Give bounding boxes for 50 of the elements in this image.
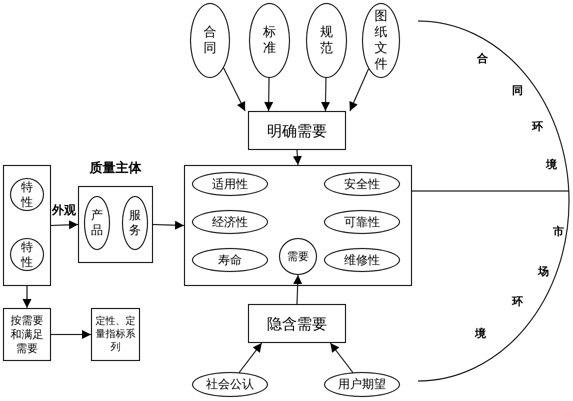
arrow	[50, 220, 78, 230]
process-box	[3, 308, 51, 361]
arc-label: 合同环境	[477, 52, 558, 172]
oval-bubble	[190, 3, 230, 78]
oval-bubble	[362, 3, 400, 78]
arrow	[264, 78, 274, 112]
node-label: 适用性	[212, 176, 248, 192]
node-label: 服务	[129, 208, 141, 238]
arrow	[349, 68, 370, 112]
node-label: 需要	[287, 250, 309, 264]
node-label: 按需要和满足需要	[10, 314, 44, 356]
oval-bubble	[84, 196, 110, 250]
node-label: 合同	[204, 24, 216, 56]
edge-label: 外观	[52, 203, 76, 217]
node-label: 产品	[91, 208, 103, 238]
process-box	[91, 308, 140, 361]
oval-bubble	[122, 196, 148, 250]
node-label: 图纸文件	[374, 8, 388, 72]
arrow	[22, 286, 32, 308]
arrow	[152, 220, 184, 230]
node-label: 定性、定量指标系列	[94, 315, 136, 354]
circle-bubble	[279, 238, 317, 275]
node-label: 经济性	[212, 214, 248, 230]
arrow	[238, 342, 262, 373]
group-box	[184, 165, 412, 286]
arrow	[50, 330, 92, 339]
node-label: 社会公认	[206, 377, 254, 392]
circle-bubble	[10, 238, 44, 271]
node-label: 维修性	[344, 252, 380, 268]
arrow	[330, 342, 354, 373]
node-label: 标准	[263, 24, 276, 56]
group-box	[3, 165, 51, 286]
node-label: 隐含需要	[267, 314, 327, 332]
node-label: 明确需要	[267, 122, 327, 140]
node-label: 用户期望	[338, 377, 386, 392]
arc-label: 市场环境	[475, 225, 565, 341]
process-box	[248, 304, 346, 343]
arrow	[223, 67, 246, 112]
node-label: 规范	[320, 24, 333, 56]
heading: 质量主体	[88, 161, 142, 176]
process-box	[248, 111, 346, 150]
node-label: 特性	[21, 240, 33, 270]
node-label: 安全性	[344, 176, 380, 192]
arrow	[321, 77, 330, 112]
node-label: 特性	[21, 180, 33, 210]
circle-bubble	[10, 178, 44, 211]
node-label: 可靠性	[344, 214, 380, 230]
arrow	[293, 274, 302, 304]
node-label: 寿命	[218, 252, 242, 268]
arrow	[292, 150, 302, 166]
